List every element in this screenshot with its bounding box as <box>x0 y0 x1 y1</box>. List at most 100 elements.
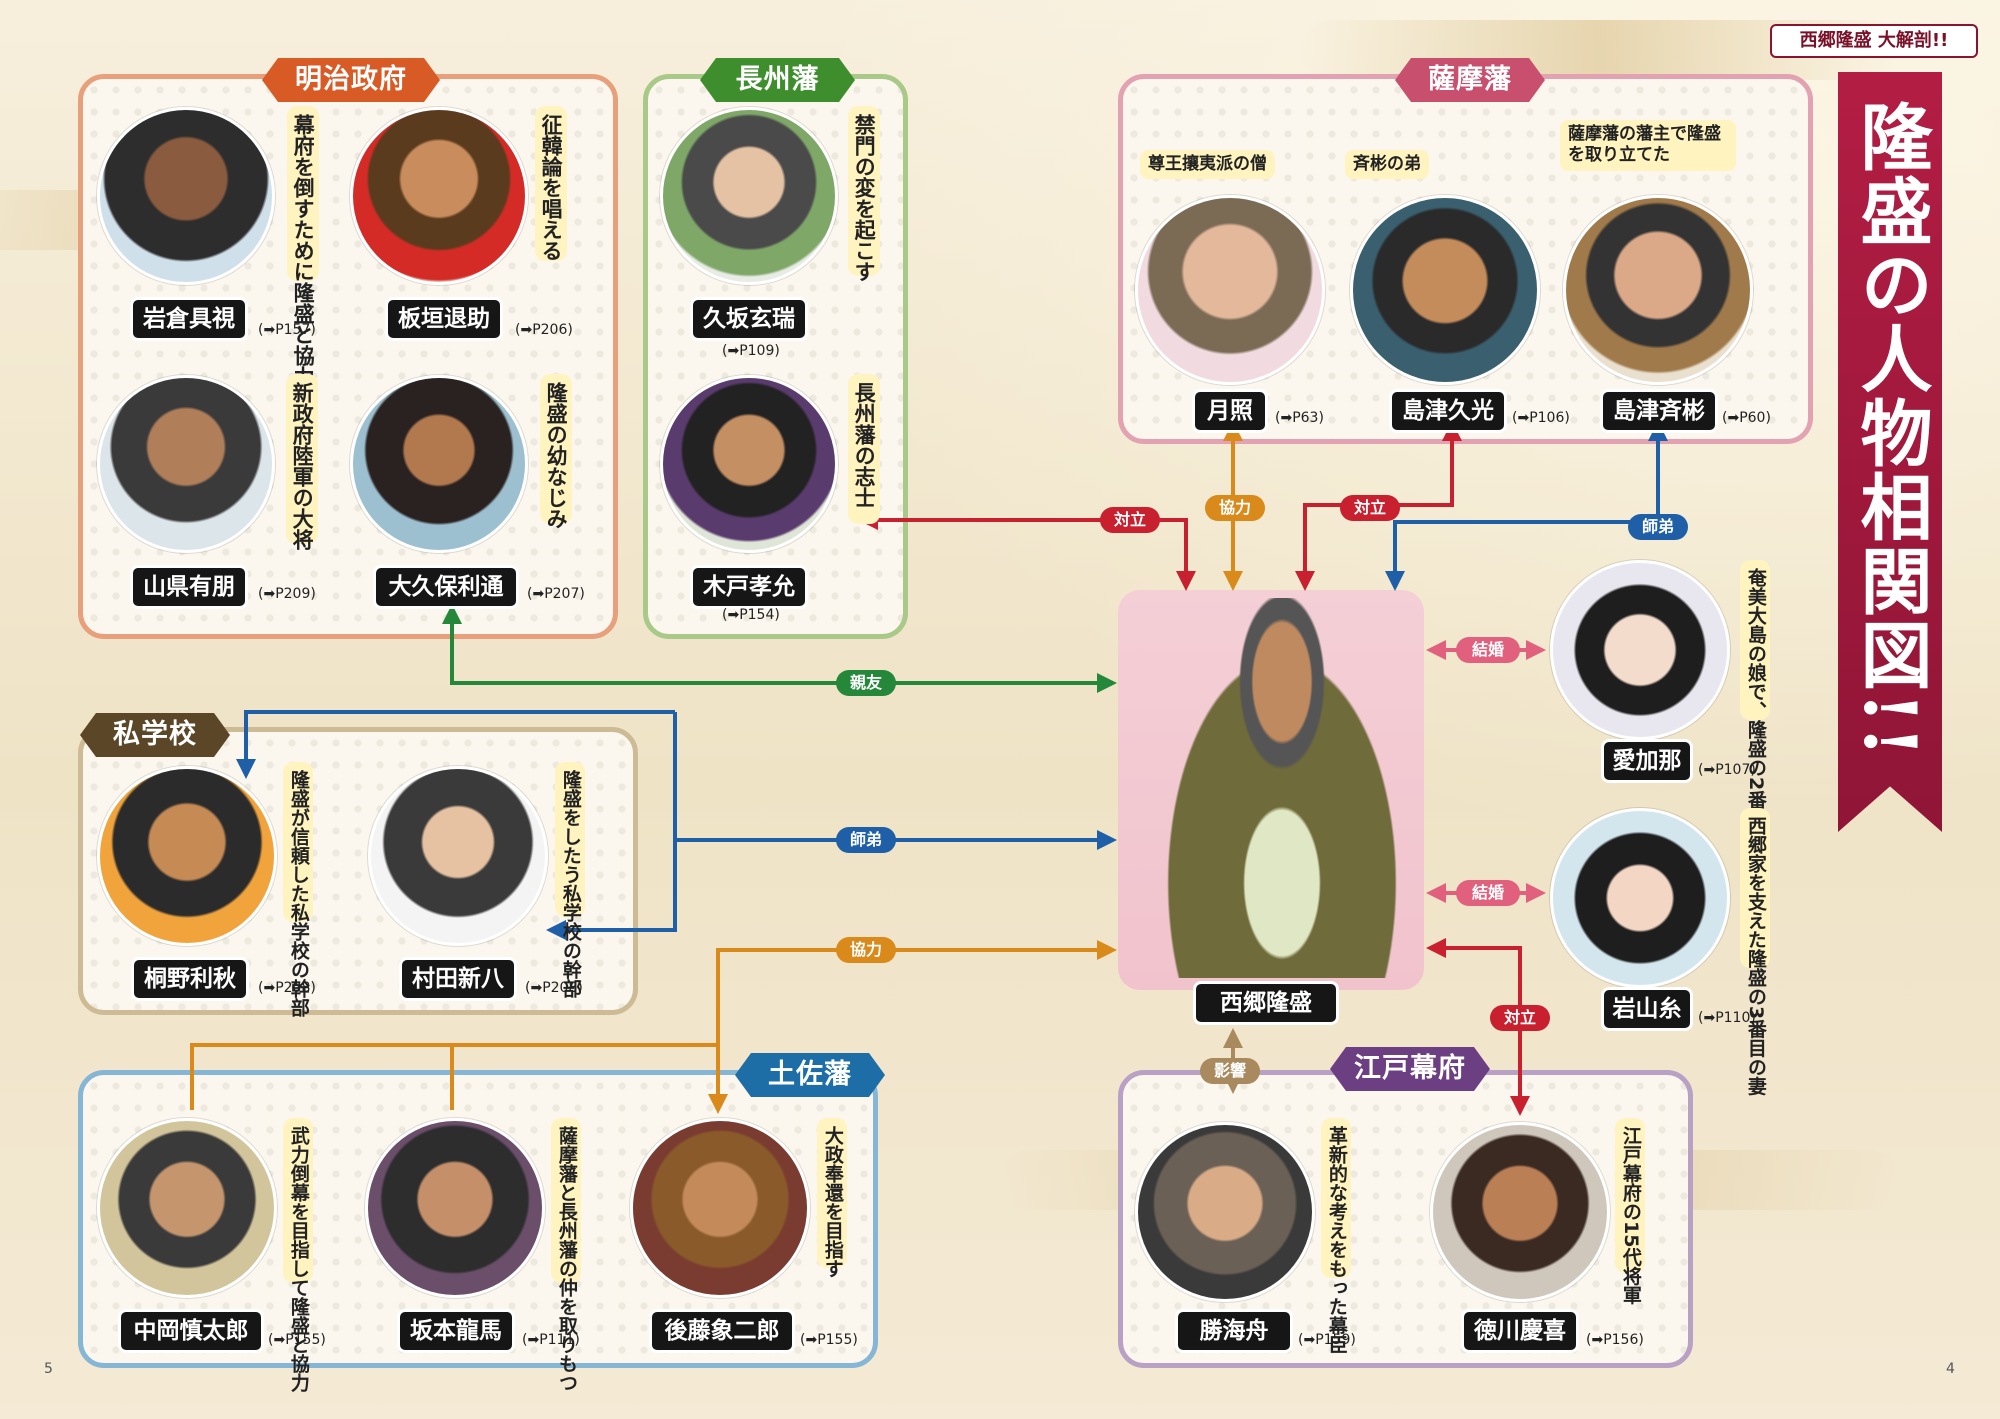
caption-gessho: 尊王攘夷派の僧 <box>1140 150 1275 180</box>
nameplate-okubo: 大久保利通 <box>376 568 516 606</box>
nameplate-goto: 後藤象二郎 <box>652 1312 792 1350</box>
caption-nakaoka: 武力倒幕を目指して隆盛と協力 <box>283 1118 313 1392</box>
portrait-ito <box>1550 808 1730 988</box>
nameplate-sakamoto: 坂本龍馬 <box>400 1312 512 1350</box>
portrait-kido <box>660 375 838 553</box>
pageref-iwakura: (➡P157) <box>258 322 316 338</box>
portrait-sakamoto <box>365 1118 545 1298</box>
group-tag-tosa-domain: 土佐藩 <box>735 1053 885 1097</box>
nameplate-kusaka: 久坂玄瑞 <box>693 300 805 338</box>
pageref-nakaoka: (➡P155) <box>268 1332 326 1348</box>
relation-label-gessho: 協力 <box>1205 495 1265 521</box>
group-tag-satsuma-domain: 薩摩藩 <box>1395 58 1545 102</box>
nameplate-ito: 岩山糸 <box>1604 990 1690 1028</box>
pageref-aikana: (➡P107) <box>1698 762 1756 778</box>
caption-katsu: 革新的な考えをもった幕臣 <box>1321 1118 1351 1354</box>
group-tag-shigakko: 私学校 <box>80 713 230 757</box>
pageref-itagaki: (➡P206) <box>515 322 573 338</box>
portrait-katsu <box>1135 1122 1315 1302</box>
pageref-kirino: (➡P208) <box>258 980 316 996</box>
page-title: 隆盛の人物相関図!! <box>1848 100 1933 760</box>
portrait-nakaoka <box>97 1118 277 1298</box>
portrait-goto <box>630 1118 810 1298</box>
pageref-hisamitsu: (➡P106) <box>1512 410 1570 426</box>
caption-ito: 西郷家を支えた隆盛の3番目の妻 <box>1740 808 1770 1095</box>
series-logo: 西郷隆盛 大解剖!! <box>1770 24 1978 58</box>
caption-goto: 大政奉還を目指す <box>817 1118 847 1278</box>
caption-nariakira: 薩摩藩の藩主で隆盛を取り立てた <box>1560 120 1736 171</box>
nameplate-gessho: 月照 <box>1195 392 1265 430</box>
line-shigakko-branch-murata <box>546 712 677 940</box>
line-kido-opposition <box>858 510 1196 591</box>
nameplate-murata: 村田新八 <box>402 960 514 998</box>
nameplate-nakaoka: 中岡慎太郎 <box>121 1312 261 1350</box>
portrait-kusaka <box>660 107 838 285</box>
page-number-left: 5 <box>44 1361 53 1377</box>
portrait-aikana <box>1550 560 1730 740</box>
nameplate-iwakura: 岩倉具視 <box>133 300 245 338</box>
pageref-okubo: (➡P207) <box>527 586 585 602</box>
page-number-right: 4 <box>1946 1361 1955 1377</box>
nameplate-katsu: 勝海舟 <box>1178 1312 1290 1350</box>
nameplate-kido: 木戸孝允 <box>693 568 805 606</box>
relation-label-hisamitsu: 対立 <box>1340 495 1400 521</box>
title-banner <box>1838 72 1942 832</box>
caption-hisamitsu: 斉彬の弟 <box>1345 150 1429 180</box>
caption-kirino: 隆盛が信頼した私学校の幹部 <box>283 762 313 1017</box>
pageref-sakamoto: (➡P111) <box>522 1332 580 1348</box>
relation-label-katsu: 影響 <box>1200 1058 1260 1084</box>
pageref-nariakira: (➡P60) <box>1722 410 1771 426</box>
nameplate-yamagata: 山県有朋 <box>133 568 245 606</box>
group-tag-meiji-government: 明治政府 <box>262 58 440 102</box>
pageref-ito: (➡P110) <box>1698 1010 1756 1026</box>
caption-aikana: 奄美大島の娘で、隆盛の2番目の妻 <box>1740 560 1770 866</box>
pageref-kido: (➡P154) <box>722 607 780 623</box>
nameplate-saigo: 西郷隆盛 <box>1196 984 1336 1022</box>
line-tosa-branch <box>190 1043 718 1110</box>
nameplate-nariakira: 島津斉彬 <box>1603 392 1715 430</box>
nameplate-itagaki: 板垣退助 <box>388 300 500 338</box>
portrait-nariakira <box>1563 195 1753 385</box>
line-tosa-cooperation <box>716 940 1117 1045</box>
pageref-katsu: (➡P159) <box>1298 1332 1356 1348</box>
nameplate-kirino: 桐野利秋 <box>134 960 246 998</box>
relation-label-shigakko: 師弟 <box>836 827 896 853</box>
portrait-itagaki <box>350 107 528 285</box>
caption-sakamoto: 薩摩藩と長州藩の仲を取りもつ <box>551 1118 581 1392</box>
group-tag-edo-shogunate: 江戸幕府 <box>1330 1047 1490 1091</box>
caption-kusaka: 禁門の変を起こす <box>848 106 881 282</box>
pageref-goto: (➡P155) <box>800 1332 858 1348</box>
relation-label-kido: 対立 <box>1100 507 1160 533</box>
line-okubo-friend <box>442 604 1117 693</box>
pageref-yamagata: (➡P209) <box>258 586 316 602</box>
caption-itagaki: 征韓論を唱える <box>535 106 568 261</box>
relation-label-tosa: 協力 <box>836 937 896 963</box>
caption-iwakura: 幕府を倒すために隆盛と協力 <box>287 106 320 387</box>
portrait-saigo <box>1137 598 1427 978</box>
pageref-tokugawa: (➡P156) <box>1586 1332 1644 1348</box>
pageref-kusaka: (➡P109) <box>722 343 780 359</box>
relation-label-tokugawa: 対立 <box>1490 1005 1550 1031</box>
caption-kido: 長州藩の志士 <box>848 374 881 524</box>
relation-label-ito: 結婚 <box>1456 880 1520 906</box>
nameplate-aikana: 愛加那 <box>1604 742 1690 780</box>
relation-label-nariakira: 師弟 <box>1628 514 1688 540</box>
portrait-gessho <box>1135 195 1325 385</box>
line-shigakko-branch-kirino <box>236 710 675 779</box>
nameplate-tokugawa: 徳川慶喜 <box>1464 1312 1576 1350</box>
relation-label-aikana: 結婚 <box>1456 637 1520 663</box>
portrait-murata <box>368 766 548 946</box>
portrait-kirino <box>97 766 277 946</box>
line-tokugawa-opposition <box>1426 938 1530 1116</box>
portrait-iwakura <box>97 107 275 285</box>
portrait-yamagata <box>97 375 275 553</box>
line-nariakira-mentor <box>1385 421 1668 591</box>
caption-tokugawa: 江戸幕府の15代将軍 <box>1615 1118 1645 1304</box>
caption-okubo: 隆盛の幼なじみ <box>540 374 573 529</box>
caption-yamagata: 新政府陸軍の大将 <box>286 374 319 550</box>
caption-murata: 隆盛をしたう私学校の幹部 <box>555 762 585 998</box>
portrait-tokugawa <box>1430 1122 1610 1302</box>
pageref-gessho: (➡P63) <box>1275 410 1324 426</box>
